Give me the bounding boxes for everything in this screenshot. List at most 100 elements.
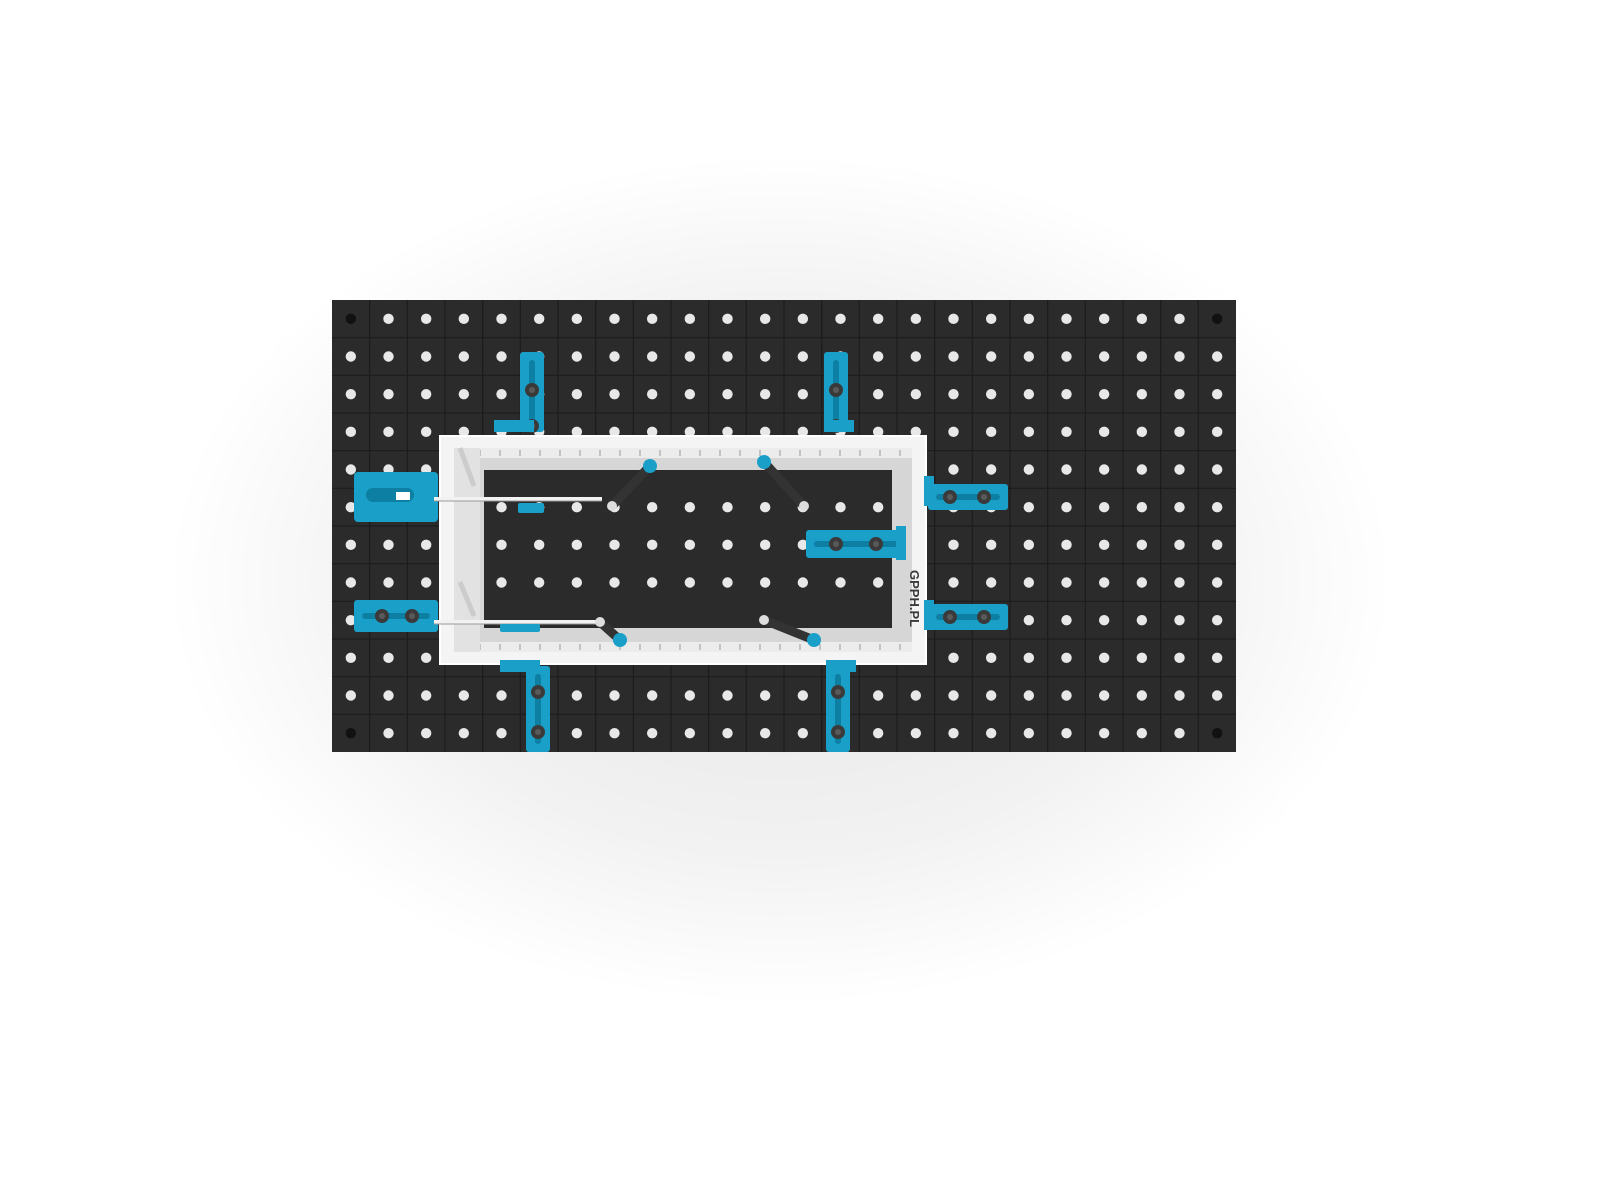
inner-hole — [646, 577, 658, 588]
table-hole — [1174, 313, 1185, 325]
lever-arm — [759, 457, 809, 511]
bolt-inner — [379, 613, 385, 619]
table-hole — [345, 464, 357, 475]
bolt-head — [405, 609, 419, 623]
table-hole — [458, 690, 470, 701]
table-hole — [609, 690, 620, 701]
table-hole — [1174, 351, 1185, 362]
inner-hole — [533, 577, 545, 588]
toggle-lever-top-right — [757, 455, 809, 511]
table-hole — [1136, 577, 1148, 588]
table-hole — [1211, 577, 1223, 588]
table-hole — [383, 690, 394, 701]
table-hole — [872, 426, 884, 438]
table-hole — [458, 727, 470, 739]
clamp-slot — [362, 613, 430, 619]
table-hole — [609, 727, 620, 739]
table-hole — [420, 313, 432, 325]
inner-hole — [571, 501, 583, 513]
inner-hole — [684, 539, 696, 551]
table-hole — [1061, 313, 1072, 325]
table-hole — [646, 388, 658, 400]
bolt-inner — [835, 689, 841, 695]
inner-hole — [872, 577, 884, 588]
table-hole — [1061, 501, 1072, 513]
table-hole — [496, 727, 507, 739]
table-hole — [722, 388, 733, 400]
stop-clamp-right-lower — [928, 604, 1008, 630]
table-hole — [684, 351, 696, 362]
rod-block-upper — [518, 503, 544, 513]
table-hole — [420, 727, 432, 739]
table-hole — [1211, 727, 1223, 739]
table-hole — [1136, 539, 1148, 551]
clamp-foot — [824, 420, 854, 432]
inner-hole — [533, 539, 545, 551]
table-hole — [420, 690, 432, 701]
table-hole — [420, 539, 432, 551]
table-hole — [1136, 388, 1148, 400]
table-hole — [1061, 727, 1072, 739]
table-hole — [872, 351, 884, 362]
table-hole — [1098, 614, 1110, 626]
table-hole — [420, 652, 432, 664]
bolt-head — [375, 609, 389, 623]
bolt-inner — [833, 387, 839, 393]
inner-hole — [496, 501, 507, 513]
table-hole — [1061, 464, 1072, 475]
post-arm-upper — [457, 447, 477, 487]
stop-clamp-bottom-right — [826, 666, 850, 752]
toggle-lever-bottom-left — [595, 617, 627, 647]
lever-pivot — [607, 501, 617, 511]
table-hole — [797, 426, 809, 438]
table-hole — [345, 539, 357, 551]
bolt-head — [831, 725, 845, 739]
table-hole — [948, 652, 959, 664]
table-hole — [948, 351, 959, 362]
bolt-inner — [409, 613, 415, 619]
table-hole — [722, 313, 733, 325]
table-hole — [1098, 577, 1110, 588]
table-hole — [1136, 652, 1148, 664]
table-hole — [345, 614, 357, 626]
table-hole — [684, 426, 696, 438]
inner-hole — [722, 539, 733, 551]
table-hole — [1023, 464, 1035, 475]
lever-pivot — [759, 615, 769, 625]
lever-arm — [759, 615, 819, 645]
clamps-group — [354, 352, 1008, 752]
table-hole — [609, 351, 620, 362]
lever-knob — [757, 455, 771, 469]
table-hole — [722, 690, 733, 701]
clamp-foot — [494, 420, 534, 432]
table-hole — [496, 690, 507, 701]
table-hole — [383, 351, 394, 362]
table-hole — [797, 727, 809, 739]
table-hole — [1023, 690, 1035, 701]
bolt-head — [869, 537, 883, 551]
table-hole — [759, 313, 771, 325]
table-hole — [985, 313, 997, 325]
table-hole — [383, 426, 394, 438]
inner-hole — [609, 577, 620, 588]
table-hole — [609, 313, 620, 325]
lever-knob — [807, 633, 821, 647]
table-hole — [1211, 351, 1223, 362]
table-hole — [1211, 426, 1223, 438]
table-hole — [1174, 577, 1185, 588]
table-hole — [420, 577, 432, 588]
table-hole — [458, 313, 470, 325]
stop-clamp-bottom-left — [526, 666, 550, 752]
table-hole — [1023, 577, 1035, 588]
table-hole — [948, 464, 959, 475]
bolt-head — [829, 537, 843, 551]
table-hole — [985, 464, 997, 475]
table-hole — [1023, 614, 1035, 626]
table-hole — [383, 577, 394, 588]
table-hole — [948, 388, 959, 400]
table-hole — [1136, 614, 1148, 626]
bolt-head — [977, 490, 991, 504]
table-hole — [985, 727, 997, 739]
table-hole — [571, 388, 583, 400]
